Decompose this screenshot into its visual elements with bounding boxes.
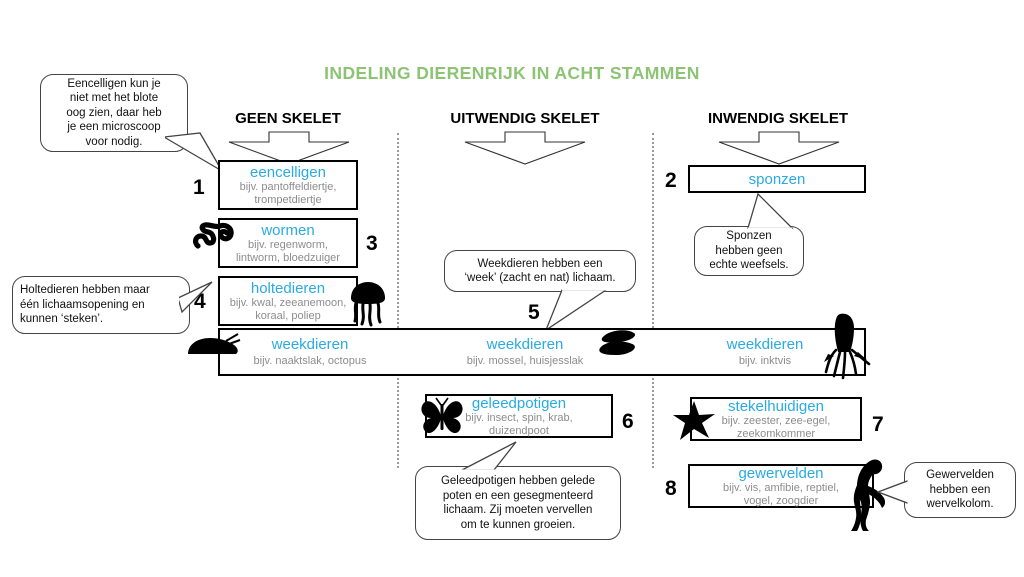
callout-geleedpotigen: Geleedpotigen hebben gelede poten en een…	[415, 466, 621, 540]
hominid-icon	[851, 459, 886, 531]
squid-icon	[824, 313, 871, 380]
taxon-name-sponzen: sponzen	[748, 170, 806, 188]
callout-holtedieren-text: Holtedieren hebben maar één lichaamsopen…	[20, 284, 150, 326]
taxon-number-2: 2	[665, 169, 677, 192]
callout-eencelligen: Eencelligen kun je niet met het blote oo…	[40, 74, 188, 152]
taxon-number-6: 6	[622, 410, 634, 433]
slug-icon	[188, 333, 241, 354]
taxon-box-stekelhuidigen[interactable]: stekelhuidigen bijv. zeester, zee-egel, …	[690, 397, 862, 441]
taxon-box-sponzen[interactable]: sponzen	[688, 165, 866, 193]
taxon-examples-eencelligen: bijv. pantoffeldiertje, trompetdiertje	[239, 180, 337, 206]
jellyfish-icon	[351, 282, 385, 327]
taxon-name-weekdieren-1: weekdieren	[271, 336, 349, 353]
taxon-name-weekdieren-2: weekdieren	[486, 336, 564, 353]
taxon-cell-weekdieren-inwendig-skelet[interactable]: weekdieren bijv. inktvis	[670, 330, 860, 374]
callout-tail-weekdieren	[544, 286, 609, 332]
column-header-geen-skelet: GEEN SKELET	[235, 110, 341, 127]
taxon-name-weekdieren-3: weekdieren	[726, 336, 804, 353]
taxon-name-holtedieren: holtedieren	[250, 279, 326, 297]
taxon-name-geleedpotigen: geleedpotigen	[471, 394, 567, 412]
callout-tail-gewervelden	[876, 478, 913, 508]
callout-tail-geleedpotigen	[460, 441, 517, 474]
taxon-band-weekdieren[interactable]: weekdieren bijv. naaktslak, octopus week…	[218, 328, 866, 376]
down-arrow-icon-2	[464, 131, 586, 165]
taxon-name-gewervelden: gewervelden	[738, 464, 824, 482]
taxon-examples-weekdieren-1: bijv. naaktslak, octopus	[253, 355, 367, 367]
callout-gewervelden-text: Gewervelden hebben een wervelkolom.	[926, 469, 994, 511]
taxon-number-3: 3	[366, 232, 378, 255]
taxon-number-4: 4	[194, 290, 206, 313]
taxon-number-7: 7	[872, 413, 884, 436]
callout-weekdieren: Weekdieren hebben een ‘week’ (zacht en n…	[444, 250, 636, 292]
taxon-cell-weekdieren-uitwendig-skelet[interactable]: weekdieren bijv. mossel, huisjesslak	[425, 330, 625, 374]
taxon-cell-weekdieren-geen-skelet[interactable]: weekdieren bijv. naaktslak, octopus	[220, 330, 400, 374]
column-header-inwendig-skelet: INWENDIG SKELET	[707, 110, 848, 127]
worm-icon	[193, 222, 234, 249]
callout-tail-sponzen	[747, 192, 794, 232]
starfish-icon	[673, 401, 715, 440]
taxon-box-eencelligen[interactable]: eencelligen bijv. pantoffeldiertje, trom…	[218, 160, 358, 210]
taxon-examples-weekdieren-2: bijv. mossel, huisjesslak	[466, 355, 584, 367]
down-arrow-icon-1	[228, 131, 350, 165]
taxon-examples-weekdieren-3: bijv. inktvis	[738, 355, 792, 367]
taxon-examples-wormen: bijv. regenworm, lintworm, bloedzuiger	[236, 238, 340, 264]
callout-sponzen-text: Sponzen hebben geen echte weefsels.	[709, 230, 789, 272]
taxon-name-stekelhuidigen: stekelhuidigen	[728, 397, 824, 415]
taxon-box-wormen[interactable]: wormen bijv. regenworm, lintworm, bloedz…	[218, 218, 358, 268]
taxon-number-8: 8	[665, 477, 677, 500]
taxon-examples-gewervelden: bijv. vis, amfibie, reptiel, vogel, zoog…	[723, 481, 839, 507]
mussel-icon	[599, 330, 636, 355]
callout-holtedieren: Holtedieren hebben maar één lichaamsopen…	[12, 276, 190, 334]
taxon-box-gewervelden[interactable]: gewervelden bijv. vis, amfibie, reptiel,…	[688, 464, 874, 508]
taxon-name-eencelligen: eencelligen	[250, 163, 326, 181]
taxon-number-5: 5	[528, 301, 540, 324]
callout-sponzen: Sponzen hebben geen echte weefsels.	[694, 226, 804, 276]
taxon-box-holtedieren[interactable]: holtedieren bijv. kwal, zeeanemoon, kora…	[218, 276, 358, 326]
taxon-examples-holtedieren: bijv. kwal, zeeanemoon, koraal, poliep	[229, 296, 347, 322]
callout-gewervelden: Gewervelden hebben een wervelkolom.	[904, 462, 1016, 518]
butterfly-icon	[421, 397, 463, 434]
callout-eencelligen-text: Eencelligen kun je niet met het blote oo…	[66, 77, 162, 148]
down-arrow-icon-3	[718, 131, 840, 165]
taxon-examples-stekelhuidigen: bijv. zeester, zee-egel, zeekomkommer	[721, 414, 831, 440]
taxon-number-1: 1	[193, 176, 205, 199]
taxon-name-wormen: wormen	[261, 221, 315, 239]
column-header-uitwendig-skelet: UITWENDIG SKELET	[450, 110, 600, 127]
page-title: INDELING DIERENRIJK IN ACHT STAMMEN	[324, 63, 700, 83]
callout-weekdieren-text: Weekdieren hebben een ‘week’ (zacht en n…	[464, 257, 616, 285]
callout-geleedpotigen-text: Geleedpotigen hebben gelede poten en een…	[440, 475, 596, 531]
callout-tail-eencelligen	[161, 127, 224, 173]
taxon-examples-geleedpotigen: bijv. insect, spin, krab, duizendpoot	[465, 411, 573, 437]
column-divider-right	[652, 133, 654, 468]
callout-tail-holtedieren	[176, 281, 213, 314]
column-divider-left	[397, 133, 399, 468]
